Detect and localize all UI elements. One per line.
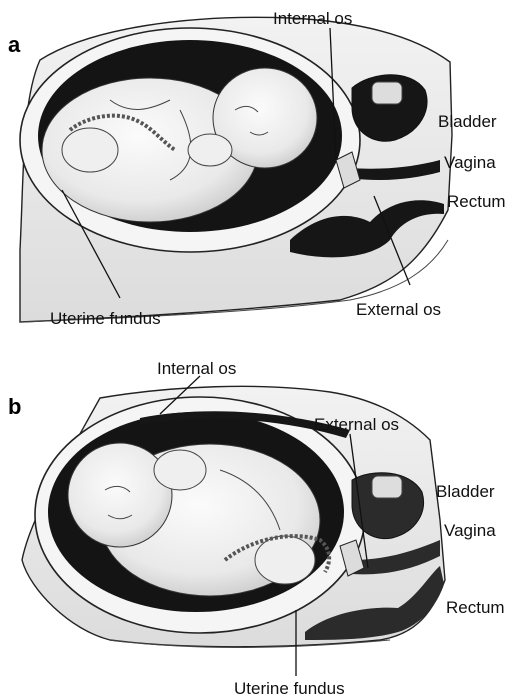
panel-a: a [8, 9, 506, 328]
panel-b-rectum-label: Rectum [446, 598, 505, 617]
panel-a-letter: a [8, 32, 21, 57]
panel-a-pubic-bone [372, 82, 402, 104]
panel-a-internal-os-label: Internal os [273, 9, 352, 28]
panel-b-pubic-bone [372, 476, 402, 498]
panel-b-letter: b [8, 394, 21, 419]
panel-a-bladder-label: Bladder [438, 112, 497, 131]
panel-b-uterine-fundus-label: Uterine fundus [234, 679, 345, 698]
panel-b-fetus-head [68, 443, 172, 547]
panel-a-external-os-label: External os [356, 300, 441, 319]
panel-b-external-os-label: External os [314, 415, 399, 434]
panel-b-internal-os-label: Internal os [157, 359, 236, 378]
panel-b-bladder-label: Bladder [436, 482, 495, 501]
panel-b: b In [8, 359, 505, 698]
panel-a-uterine-fundus-label: Uterine fundus [50, 309, 161, 328]
panel-a-rectum-label: Rectum [447, 192, 506, 211]
panel-a-vagina-label: Vagina [444, 153, 496, 172]
panel-b-vagina-label: Vagina [444, 521, 496, 540]
